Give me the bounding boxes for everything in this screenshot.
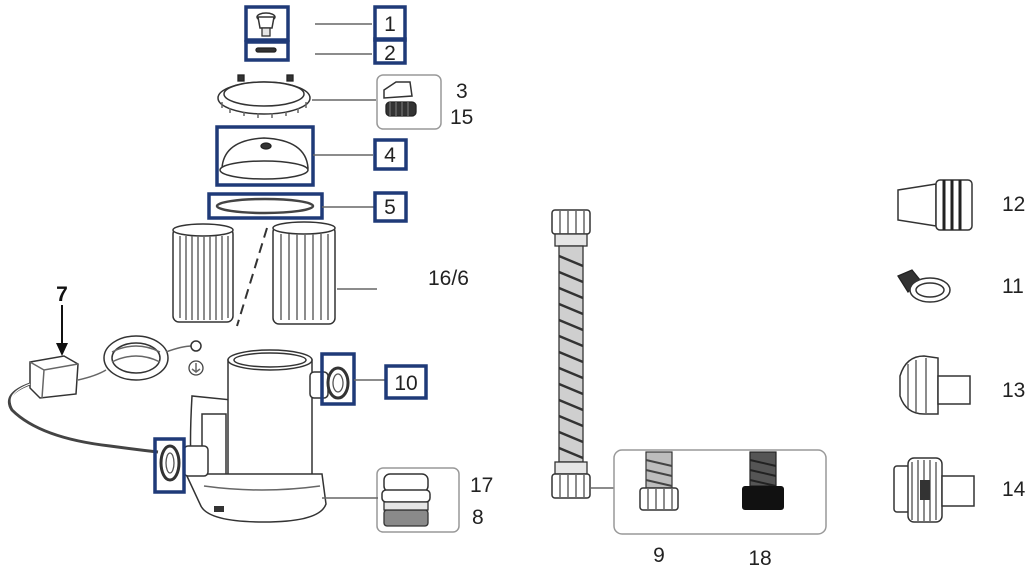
- label-5-box: [373, 191, 408, 223]
- label-11: 11: [1002, 275, 1024, 298]
- part-2-o-ring: [244, 40, 290, 62]
- part-3-15-inset: [376, 74, 442, 130]
- part-1-air-valve: [244, 5, 290, 42]
- part-4-highlight-box: [215, 125, 315, 187]
- label-9: 9: [653, 544, 665, 567]
- part-17-8-inset: [376, 467, 460, 533]
- label-13: 13: [1002, 379, 1025, 402]
- pump-housing: [183, 349, 329, 523]
- part-2-highlight-box: [244, 40, 290, 62]
- label-3: 3: [456, 80, 468, 103]
- label-7: 7: [56, 283, 68, 306]
- part-4-filter-lid: [215, 125, 315, 187]
- part-9-18-inset: [613, 449, 827, 535]
- left-strainer-grid: [153, 437, 186, 494]
- left-strainer-highlight-box: [153, 437, 186, 494]
- part-10-highlight-box: [320, 352, 356, 406]
- label-14: 14: [1002, 478, 1026, 501]
- label-17: 17: [470, 474, 493, 497]
- label-15: 15: [450, 106, 473, 129]
- label-12: 12: [1002, 193, 1025, 216]
- part-11-hose-clamp: [897, 269, 951, 303]
- part-7-power-unit: [7, 305, 204, 454]
- part-14-plunger-valve: [893, 457, 975, 523]
- part-1-highlight-box: [244, 5, 290, 42]
- label-4: 4: [384, 144, 396, 167]
- part-3-locking-ring: [217, 74, 311, 118]
- part-16-6-cartridges: [172, 221, 336, 327]
- label-8: 8: [472, 506, 484, 529]
- part-12-connector: [897, 179, 973, 231]
- label-16-6: 16/6: [428, 267, 469, 290]
- part-5-highlight-box: [207, 192, 324, 220]
- part-5-o-ring: [207, 192, 324, 220]
- label-5: 5: [384, 196, 396, 219]
- label-1: 1: [384, 13, 396, 36]
- part-13-strainer-connector: [899, 355, 971, 415]
- label-2: 2: [384, 42, 396, 65]
- label-2-box: [373, 37, 407, 65]
- label-10-box: [384, 364, 428, 400]
- label-18: 18: [748, 547, 771, 570]
- label-10: 10: [394, 372, 417, 395]
- part-10-strainer-grid: [320, 352, 356, 406]
- part-labels: 1 2 3 15 4 5 16/6 7 10 17 8 12 11 13 14 …: [56, 5, 1026, 570]
- hose-assembly: [551, 209, 591, 499]
- label-4-box: [373, 138, 408, 171]
